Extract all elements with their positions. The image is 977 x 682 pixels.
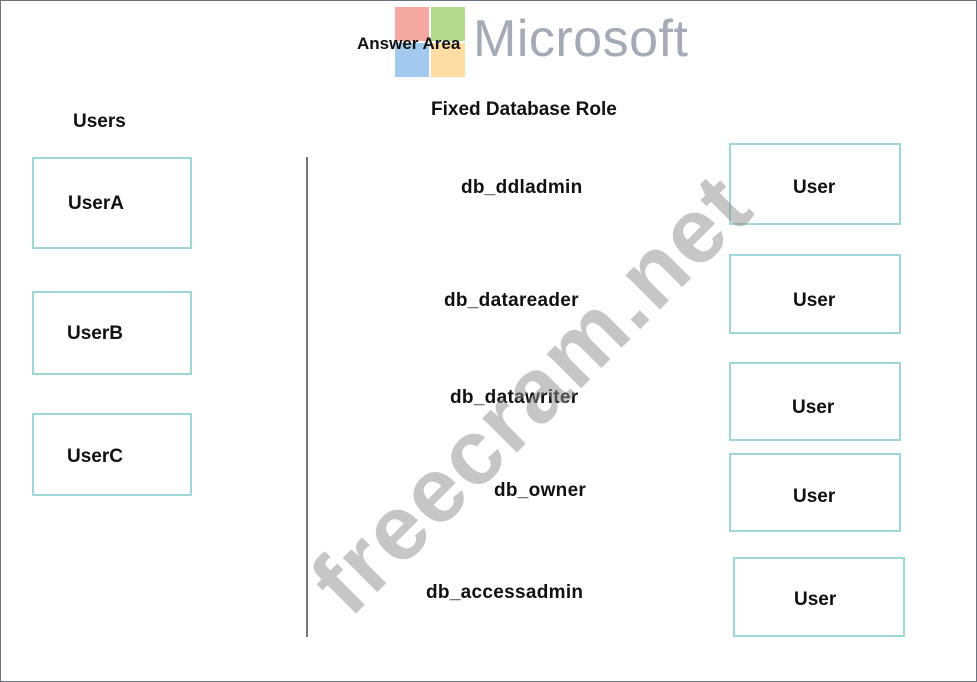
drop-target-label: User [794,589,837,610]
drop-target-label: User [793,290,836,311]
drop-target-db-ddladmin[interactable]: User [729,143,901,225]
drop-target-label: User [792,397,835,418]
role-label-db-datareader: db_datareader [444,290,579,311]
logo-yellow-square [431,43,465,77]
microsoft-wordmark: Microsoft [473,10,689,68]
user-tile-userb[interactable]: UserB [32,291,192,375]
role-label-db-owner: db_owner [494,480,587,501]
drop-target-db-datareader[interactable]: User [729,254,901,334]
user-tile-label: UserA [68,193,124,214]
user-tile-label: UserC [67,446,123,467]
watermark-text: freecram.net [291,154,772,634]
role-label-db-datawriter: db_datawriter [450,387,579,408]
logo-red-square [395,7,429,41]
answer-area-title: Answer Area [357,34,461,53]
role-label-db-accessadmin: db_accessadmin [426,582,584,603]
user-tile-userc[interactable]: UserC [32,413,192,496]
drop-target-db-owner[interactable]: User [729,453,901,532]
logo-blue-square [395,43,429,77]
logo-green-square [431,7,465,41]
drop-target-label: User [793,177,836,198]
divider-line [306,157,308,637]
role-label-db-ddladmin: db_ddladmin [461,177,583,198]
drop-target-db-datawriter[interactable]: User [729,362,901,441]
fixed-database-role-heading: Fixed Database Role [431,99,617,120]
user-tile-usera[interactable]: UserA [32,157,192,249]
users-heading: Users [73,111,126,132]
user-tile-label: UserB [67,323,123,344]
microsoft-logo [395,7,465,77]
drop-target-label: User [793,486,836,507]
drop-target-db-accessadmin[interactable]: User [733,557,905,637]
